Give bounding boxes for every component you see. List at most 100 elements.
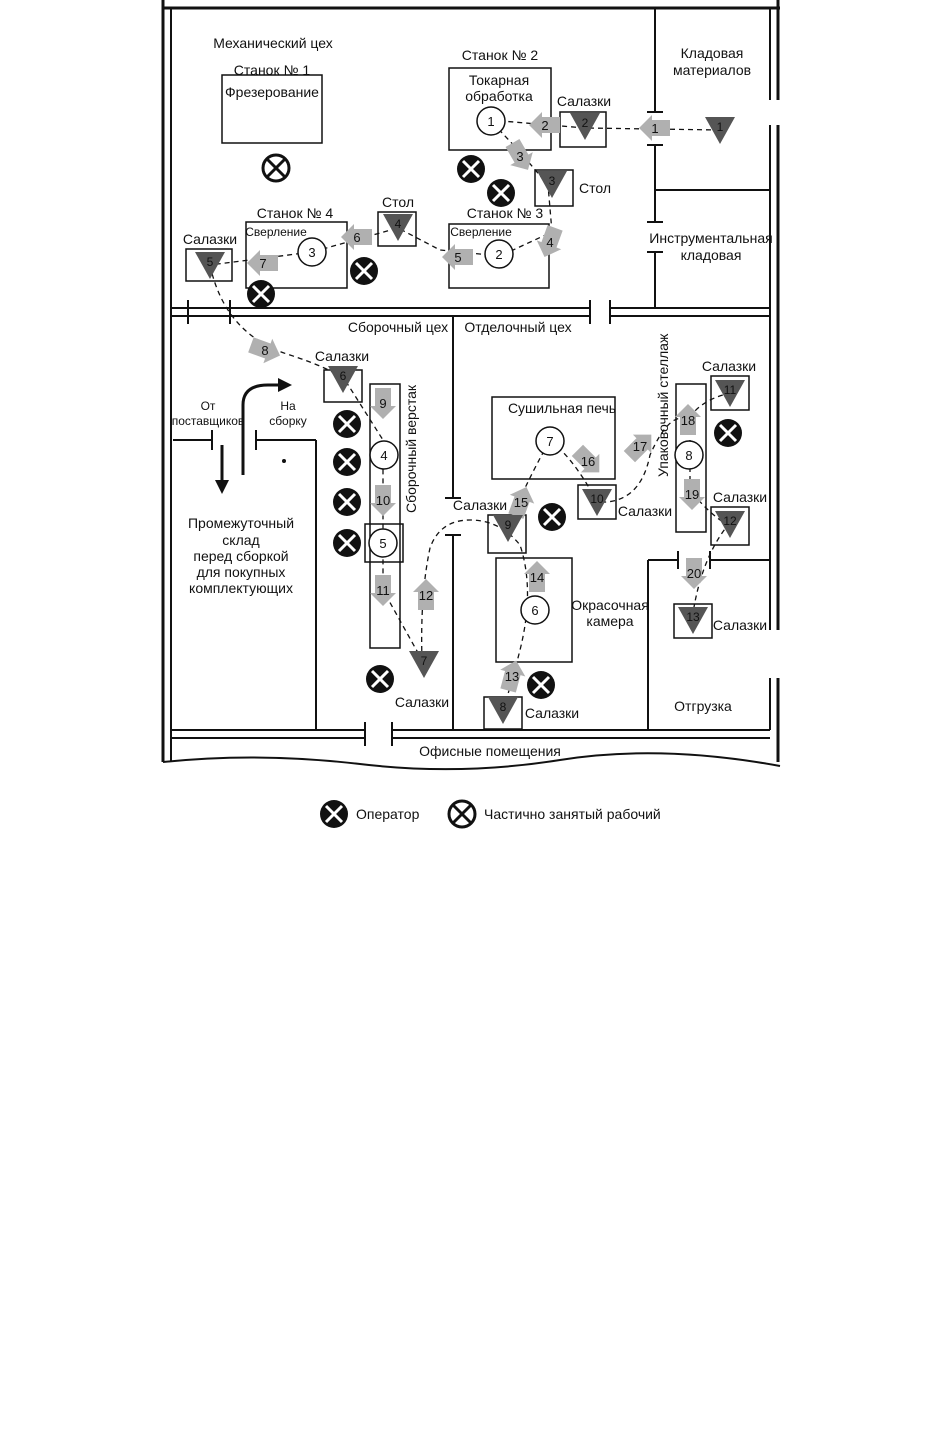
storage-number: 4 xyxy=(395,217,402,231)
move-arrow: 5 xyxy=(442,244,473,270)
move-number: 19 xyxy=(685,487,699,502)
operator-icon xyxy=(485,177,517,209)
storage-number: 11 xyxy=(724,383,737,397)
storage-triangle: 1 xyxy=(705,117,735,144)
sled-label: Салазки xyxy=(453,497,507,513)
move-arrow: 11 xyxy=(370,575,396,606)
operator-icon xyxy=(455,153,487,185)
move-number: 2 xyxy=(541,118,548,133)
move-number: 12 xyxy=(419,588,433,603)
machine-1-title: Станок № 1 xyxy=(234,62,311,78)
from-suppliers-2: поставщиков xyxy=(172,414,245,428)
storage-number: 3 xyxy=(549,174,556,188)
move-arrow: 16 xyxy=(571,444,600,473)
storage-number: 8 xyxy=(500,700,507,714)
move-number: 10 xyxy=(376,493,390,508)
machine-1-op: Фрезерование xyxy=(225,84,319,100)
machine-3-title: Станок № 3 xyxy=(467,205,544,221)
storage-triangle: 5 xyxy=(195,252,225,279)
machine-2-op-1: Токарная xyxy=(469,72,529,88)
move-number: 14 xyxy=(530,570,544,585)
drying-oven-box xyxy=(491,396,616,480)
buffer-store-1: Промежуточный xyxy=(188,515,294,531)
move-arrow: 1 xyxy=(639,115,670,141)
legend-partial-label: Частично занятый рабочий xyxy=(484,806,661,822)
operation-circle: 5 xyxy=(368,528,398,558)
move-number: 1 xyxy=(651,121,658,136)
storage-triangle: 8 xyxy=(488,697,518,724)
move-number: 17 xyxy=(633,439,647,454)
move-arrow: 10 xyxy=(370,485,396,516)
buffer-store-4: для покупных xyxy=(197,564,286,580)
storage-number: 9 xyxy=(505,518,512,532)
sled-label: Салазки xyxy=(618,503,672,519)
machine-4-box xyxy=(245,221,348,289)
storage-triangle: 9 xyxy=(493,515,523,542)
move-arrow: 6 xyxy=(341,224,372,250)
storage-number: 2 xyxy=(582,116,589,130)
machine-2-box xyxy=(448,67,552,151)
legend-operator-label: Оператор xyxy=(356,806,420,822)
paint-booth-1: Окрасочная xyxy=(571,597,649,613)
operation-number: 3 xyxy=(308,245,315,260)
to-assembly-2: сборку xyxy=(269,414,307,428)
tool-store-1: Инструментальная xyxy=(649,230,772,246)
operator-icon xyxy=(536,501,568,533)
assembly-bench-label: Сборочный верстак xyxy=(403,384,419,513)
storage-triangle: 10 xyxy=(582,489,612,516)
operation-number: 5 xyxy=(379,536,386,551)
table-label: Стол xyxy=(579,180,611,196)
operation-circle: 2 xyxy=(484,239,514,269)
move-arrow: 17 xyxy=(623,434,652,463)
storage-number: 6 xyxy=(340,369,347,383)
paint-booth-box xyxy=(495,557,573,663)
move-arrow: 3 xyxy=(505,139,533,170)
move-number: 4 xyxy=(546,235,553,250)
move-number: 20 xyxy=(687,566,701,581)
operator-icon xyxy=(364,663,396,695)
move-arrow: 15 xyxy=(508,486,535,519)
partial-worker-legend-icon xyxy=(447,799,477,829)
operator-legend-icon xyxy=(318,798,350,830)
sled-13-box xyxy=(673,603,713,639)
operation-number: 7 xyxy=(546,434,553,449)
to-assembly-1: На xyxy=(280,399,296,413)
operation-circle: 7 xyxy=(535,426,565,456)
paint-booth-2: камера xyxy=(586,613,633,629)
storage-triangle: 2 xyxy=(570,113,600,140)
operator-icon xyxy=(348,255,380,287)
move-number: 16 xyxy=(581,454,595,469)
storage-triangle: 12 xyxy=(715,511,745,538)
materials-store-1: Кладовая xyxy=(681,45,744,61)
machine-2-op-2: обработка xyxy=(465,88,533,104)
supplier-arrows xyxy=(215,378,292,494)
operation-number: 4 xyxy=(380,448,387,463)
equipment xyxy=(185,67,750,730)
sled-12-box xyxy=(710,506,750,546)
move-arrow: 7 xyxy=(247,250,278,276)
buffer-store-5: комплектующих xyxy=(189,580,293,596)
machine-3-op: Сверление xyxy=(450,225,512,239)
storage-number: 13 xyxy=(686,610,700,624)
move-arrow: 20 xyxy=(681,558,707,589)
move-arrow: 18 xyxy=(675,404,701,435)
move-arrow: 8 xyxy=(248,337,281,364)
finishing-shop-label: Отделочный цех xyxy=(464,319,571,335)
sled-label: Салазки xyxy=(713,489,767,505)
operation-number: 1 xyxy=(487,114,494,129)
move-arrow: 2 xyxy=(529,112,560,138)
machine-2-title: Станок № 2 xyxy=(462,47,539,63)
operation-number: 8 xyxy=(685,448,692,463)
storage-number: 10 xyxy=(590,492,604,506)
operation-circle: 6 xyxy=(520,595,550,625)
operation-circle: 3 xyxy=(297,237,327,267)
move-arrow: 13 xyxy=(500,660,526,693)
assembly-shop-label: Сборочный цех xyxy=(348,319,448,335)
offices-label: Офисные помещения xyxy=(419,743,561,759)
move-number: 5 xyxy=(454,250,461,265)
move-arrow: 4 xyxy=(536,225,563,258)
sled-label: Салазки xyxy=(702,358,756,374)
move-number: 9 xyxy=(379,396,386,411)
